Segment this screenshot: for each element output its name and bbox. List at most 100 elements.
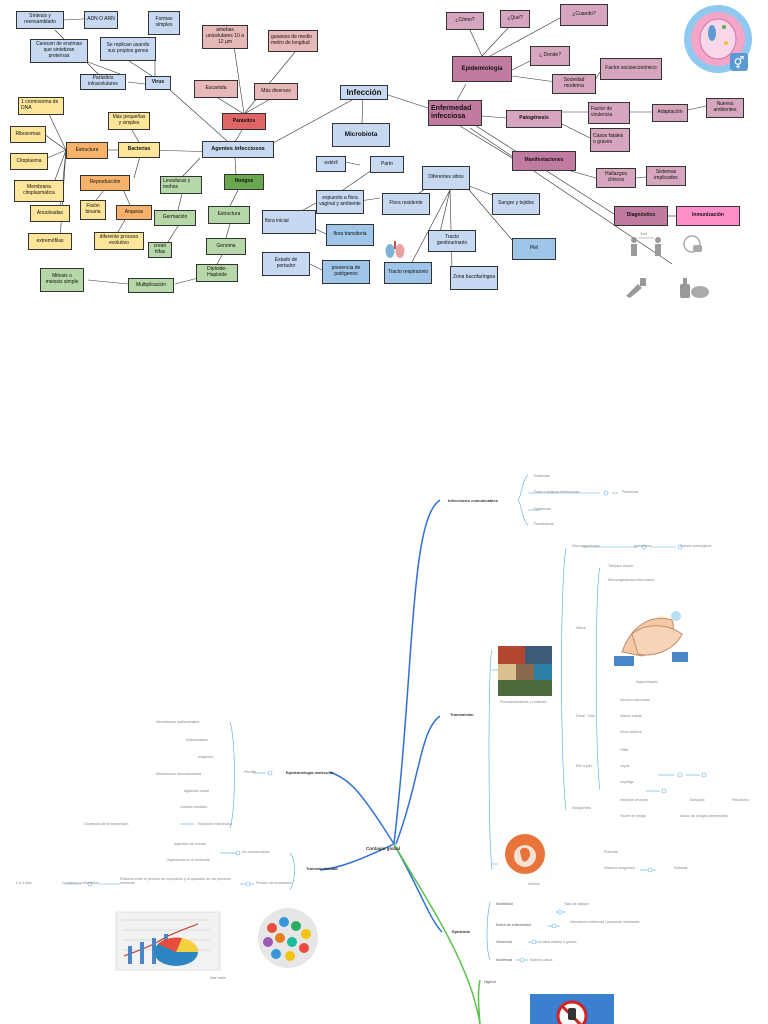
b1-epidemias: Epidemias: [534, 507, 551, 511]
concept-map-infeccion: Infección Agentes infecciosos Microbiota…: [0, 0, 768, 300]
node-virus-adn: ADN O ARN: [84, 11, 118, 29]
node-bacterias-citoplasma: Citoplasma: [10, 153, 48, 170]
l1-alteraciones: Alteraciones descontroladas: [156, 772, 202, 776]
b2-placenta: Placenta: [604, 850, 618, 854]
b3-incidencia: Incidencia: [496, 958, 513, 962]
l2-no-comunicables: No comunicables: [242, 850, 270, 854]
b2-joyas: Joyas: [620, 764, 630, 768]
l1-evolucion: Evolución microbiana: [198, 822, 233, 826]
node-pato-factor: Factor de virulencia: [588, 102, 630, 124]
node-hongos-multiplicacion: Multiplicación: [128, 278, 174, 293]
b2-impetigo: Impétigo: [620, 780, 634, 784]
l2-dias: 2 a 4 días: [16, 881, 32, 885]
node-micro-sitios: Diferentes sitios: [422, 166, 470, 190]
node-bacterias-reproduccion: Reproducción: [80, 175, 130, 191]
l2-relacion: Relación entre el período de exposición …: [120, 877, 231, 885]
hand-spray-icon: [626, 278, 646, 298]
node-parasitos-diversos: Más diversos: [254, 83, 298, 100]
statistics-images: [115, 908, 318, 971]
node-epi-donde: ¿ Donde?: [530, 46, 570, 66]
node-hongos-germacion: Germación: [154, 210, 196, 226]
sanitizer-icon: [680, 278, 709, 298]
node-bacterias-fision: Fisión binaria: [80, 200, 106, 220]
l2-ingestion: Ingestión de toxinas: [174, 842, 206, 846]
mindmap-center: Contagio global: [366, 846, 400, 851]
b2-mosquito: Mosquito: [690, 798, 705, 802]
b1-endemias: Endemias: [534, 474, 550, 478]
mask-icon: [683, 235, 702, 253]
b3-virulencia: Virulencia: [496, 940, 512, 944]
node-mani-hallazgos: Hallazgos clínicos: [596, 168, 636, 188]
b2-saliva: Saliva: [576, 626, 586, 630]
node-patogenesis: Patogénesis: [506, 110, 562, 128]
node-micro-genitourinario: Tracto genitourinario: [428, 230, 476, 252]
l2-organismos: Organismos en el ambiente: [166, 858, 210, 862]
node-bacterias-pequenas: Más pequeñas y simples: [108, 112, 150, 130]
node-hongos-mitosis: Mitosis o meiosis simple: [40, 268, 84, 292]
branch-infecciones-comunicables: Infecciones comunicables: [448, 498, 498, 503]
b2-tos: Tos/paro simple: [608, 564, 634, 568]
b2-sanguineas: Sanguíneas: [572, 806, 592, 810]
node-micro-sangre: Sangre y tejidos: [492, 193, 540, 215]
node-epi-que: ¿Qué?: [500, 10, 530, 28]
lungs-icon: [385, 241, 405, 258]
l1-deforestacion: Deforestación: [186, 738, 209, 742]
node-hongos-genoma: Genoma: [206, 238, 246, 255]
handwashing-caption: Higiene/lavado: [636, 680, 658, 684]
node-agentes-infecciosos: Agentes infecciosos: [202, 141, 274, 158]
node-enfermedad-infecciosa: Enfermedad infecciosa: [428, 100, 482, 126]
b1-pandemia: Pandemia: [622, 490, 639, 494]
b2-nuevos: Nuevos patológicos: [680, 544, 712, 548]
node-micro-parto: Parto: [370, 156, 404, 173]
node-virus-parasitos-intra: Parásitos intracelulares: [80, 74, 126, 90]
node-micro-portador: Estado de portador: [262, 252, 310, 276]
node-epi-cuando: ¿Cuando?: [560, 4, 608, 26]
node-pato-casos: Casos fatales o graves: [590, 128, 630, 152]
node-parasitos: Parásitos: [222, 113, 266, 130]
distancing-icon: [631, 237, 661, 256]
b2-fecal-oral: Fecal - Oral: [576, 714, 595, 718]
b2-rubeola: Rubeola: [674, 866, 688, 870]
node-diagnostico: Diagnóstico: [614, 206, 668, 226]
b2-insectos: Insectos vectores: [620, 798, 648, 802]
node-micro-flora-residente: Flora residente: [382, 193, 430, 215]
b3-indice: Índice de enfermedad: [496, 923, 531, 927]
node-bacterias-arqueas: Arqueas: [116, 205, 152, 220]
node-parasitos-eucariota: Eucariota: [194, 80, 238, 98]
node-micro-flora-inicial: flora inicial: [262, 210, 316, 234]
node-virus-enzimas: Carecen de enzimas que sintetizan proteí…: [30, 39, 88, 63]
b2-micro-infecciosos: Microorganismos infecciosos: [608, 578, 655, 582]
node-virus-formas: Formas simples: [148, 11, 180, 35]
b3-nuevos-casos: Nuevos casos: [530, 958, 553, 962]
branch-transmision: Transmisión: [450, 712, 474, 717]
node-bacterias-extremofilas: extremófilas: [28, 233, 72, 250]
branch-transmisibilidad: Transmisibilidad: [306, 866, 338, 871]
branch-epidemia: Epidemia: [452, 929, 470, 934]
l1-movimientos: Movimientos poblacionales: [156, 720, 200, 724]
no-touch-sign-icon: [530, 994, 614, 1024]
node-micro-flora-transitoria: flora transitoria: [326, 224, 374, 246]
l1-canseuda: Canseuda de la transmisión: [84, 822, 129, 826]
node-pato-nuevos: Nuevos ambientes: [706, 98, 744, 118]
node-virus-sintesis: Síntesis y reensamblado: [16, 11, 64, 29]
b2-otitis: Otitis: [620, 748, 629, 752]
l1-permite: Permite: [244, 770, 257, 774]
b2-vertical: Vertical: [528, 882, 540, 886]
branch-epidemiologia-molecular: Epidemiología molecular: [286, 770, 334, 775]
node-bacterias-ribosomas: Ribosomas: [10, 126, 46, 143]
b3-infecciones-enfermas: Infecciones enfermas / personas infectad…: [570, 920, 640, 924]
bacteria-logo-icon: ⚥: [684, 5, 752, 73]
node-pato-adaptacion: Adaptación: [652, 104, 688, 122]
b2-virus-enterico: Virus entérico: [620, 730, 642, 734]
b2-piel-a-piel: Piel a piel: [576, 764, 592, 768]
l1-cambio: Cambio climático: [180, 805, 208, 809]
node-bacterias-diferente: diferente proceso evolutivo: [94, 232, 144, 250]
b2-abuso-drogas: Abuso de drogas parenterales: [680, 814, 729, 818]
node-virus-replican: Se replican usando sus propios genes: [100, 37, 156, 61]
node-micro-bucofaringea: Zona bucofaríngea: [450, 266, 498, 290]
node-parasitos-gusanos: gusanos de medio metro de longitud: [268, 30, 318, 52]
b2-paludismo: Paludismo: [732, 798, 749, 802]
node-microbiota: Microbiota: [332, 123, 390, 147]
node-epi-factor: Factor socioeconómico: [600, 58, 662, 80]
node-micro-presencia: presencia de patógenos: [322, 260, 370, 284]
